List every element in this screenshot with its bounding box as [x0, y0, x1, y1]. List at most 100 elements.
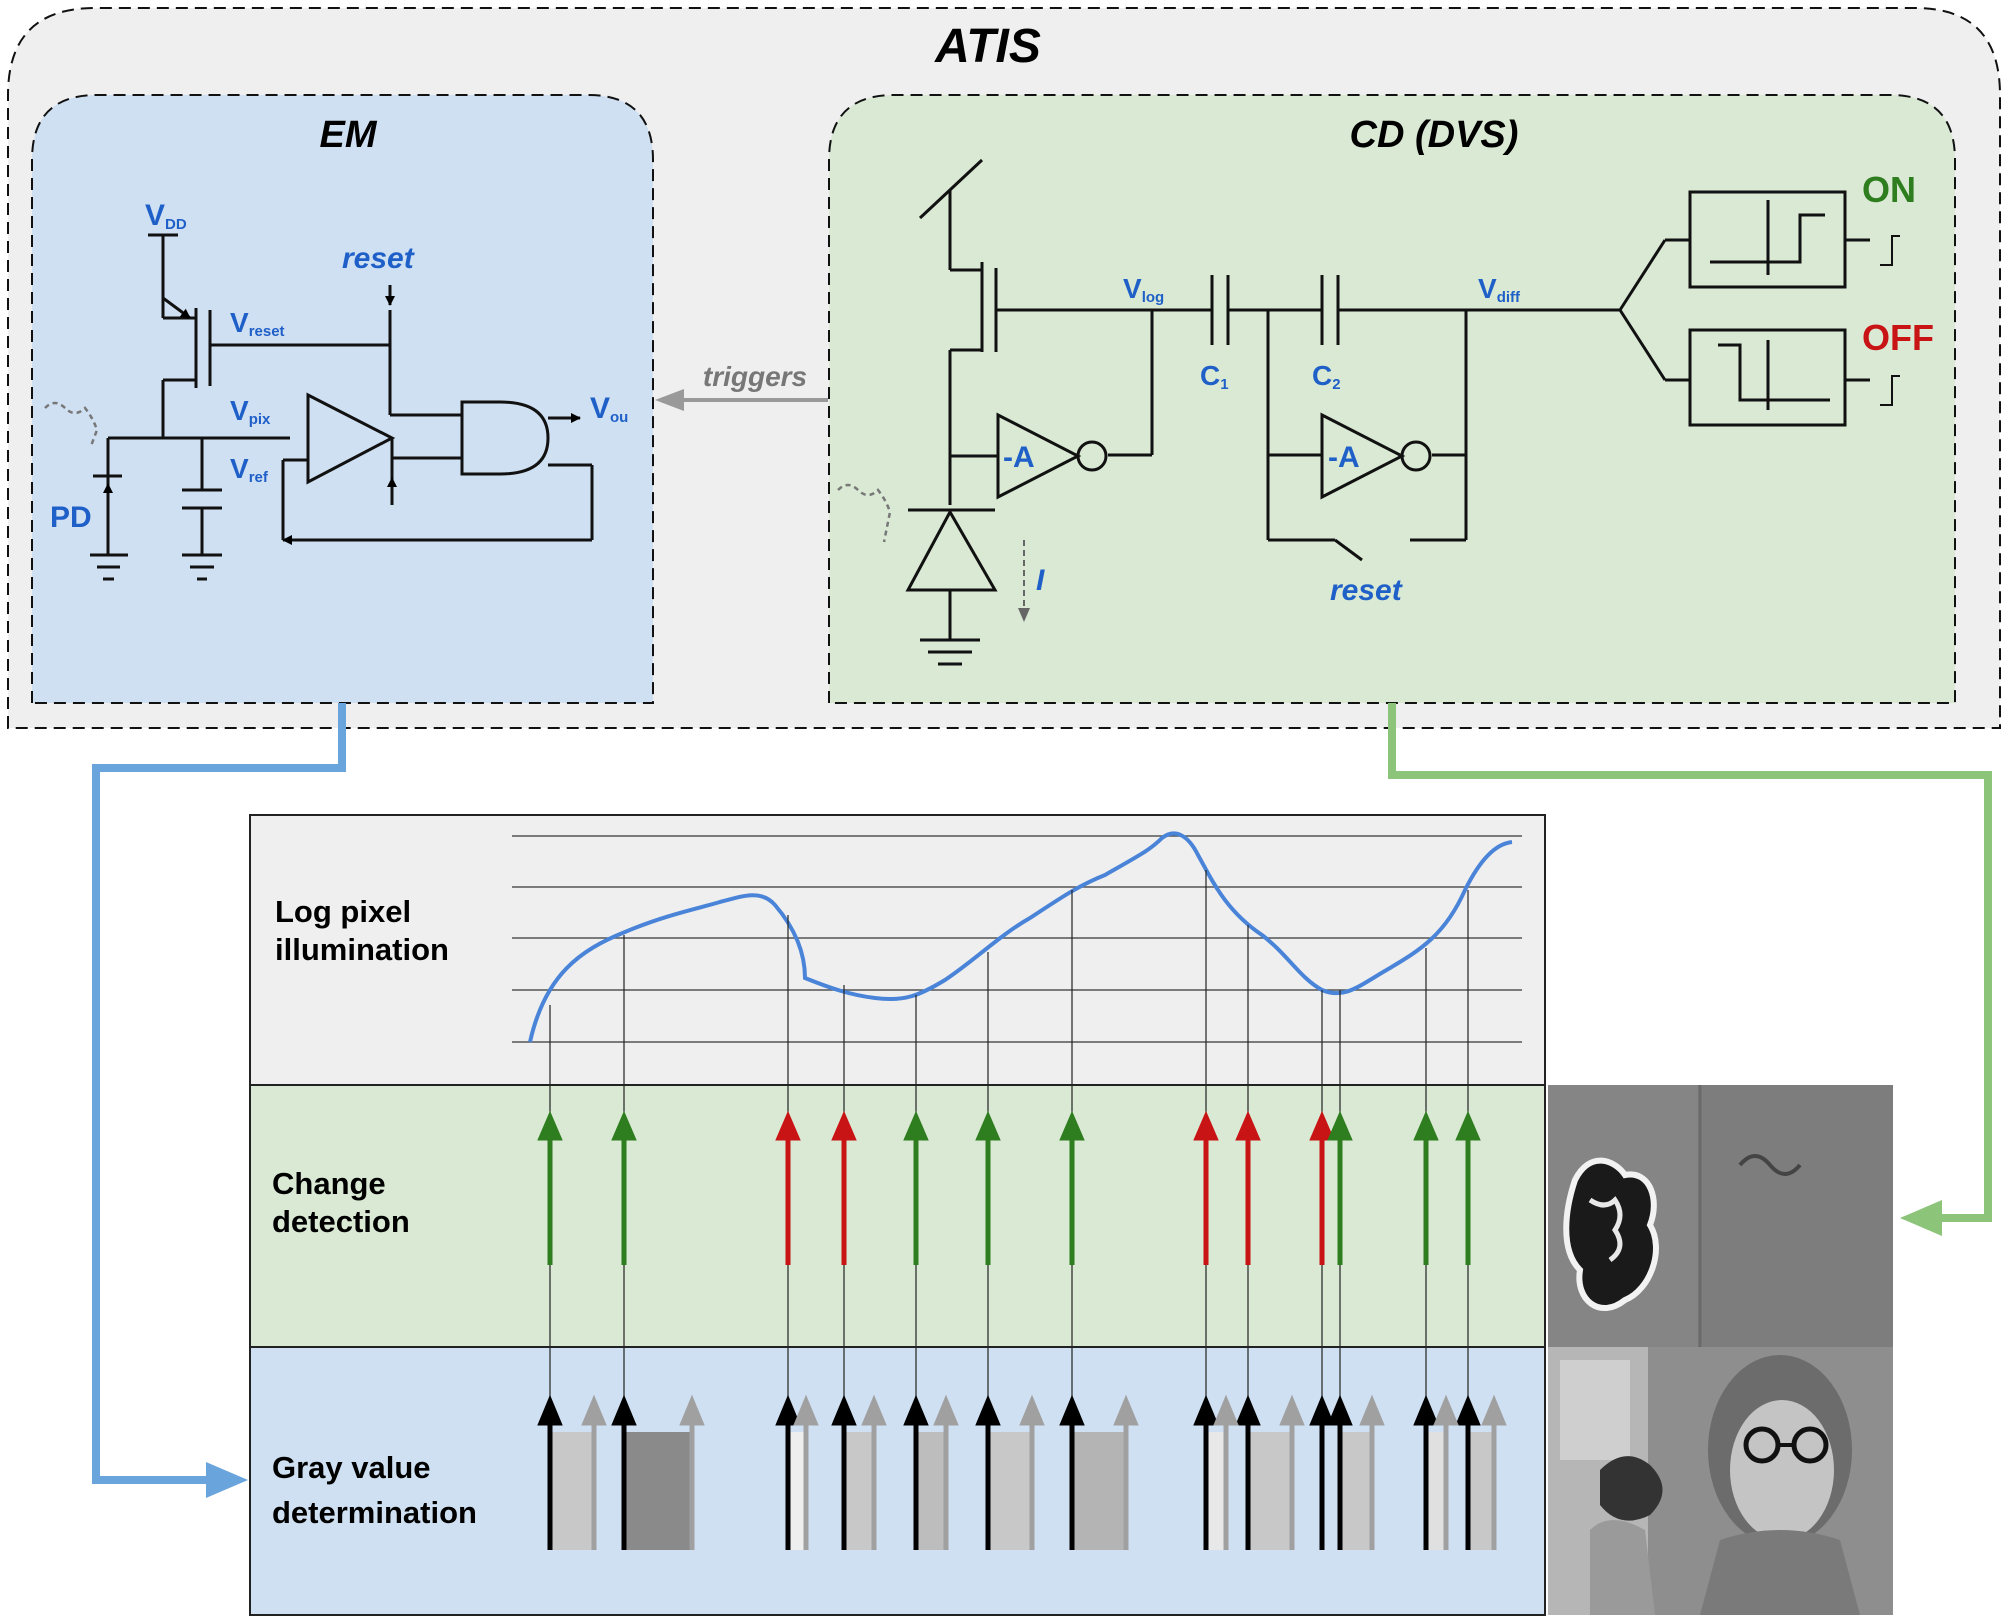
cd-link-arrowhead	[1900, 1200, 1942, 1236]
cd-link-line	[1388, 703, 1992, 1222]
em-start-arrow	[903, 1394, 929, 1550]
off-label: OFF	[1862, 317, 1934, 358]
on-event-arrow	[903, 1110, 929, 1265]
gray-bar	[1428, 1432, 1446, 1550]
em-start-arrow	[1235, 1394, 1261, 1550]
cd-title: CD (DVS)	[1350, 114, 1519, 156]
em-start-arrow	[975, 1394, 1001, 1550]
on-event-arrow	[975, 1110, 1001, 1265]
gray-bar	[552, 1432, 594, 1550]
light-squiggle-em	[44, 401, 99, 447]
em-start-arrow	[611, 1394, 637, 1550]
atis-title: ATIS	[934, 20, 1041, 73]
change-arrows	[537, 1110, 1481, 1265]
gray-bar	[1342, 1432, 1372, 1550]
cd-reset-label: reset	[1330, 574, 1404, 607]
em-start-arrow	[1413, 1394, 1439, 1550]
change-label-line2: detection	[272, 1204, 410, 1239]
c1-label: C1	[1200, 360, 1229, 393]
gray-label-line1: Gray value	[272, 1450, 431, 1485]
em-end-arrow	[1279, 1394, 1305, 1550]
light-squiggle-cd	[837, 483, 892, 543]
gray-label-line2: determination	[272, 1495, 477, 1530]
on-event-arrow	[1327, 1110, 1353, 1265]
vreset-label: Vreset	[230, 307, 285, 340]
gray-black-arrows	[537, 1394, 1481, 1550]
off-event-arrow	[1235, 1110, 1261, 1265]
em-start-arrow	[1193, 1394, 1219, 1550]
vdd-label: VDD	[145, 199, 187, 233]
on-event-arrow	[537, 1110, 563, 1265]
change-detection-panel	[249, 1084, 1546, 1348]
triggers-label: triggers	[703, 361, 807, 392]
em-start-arrow	[775, 1394, 801, 1550]
em-end-arrow	[1213, 1394, 1239, 1550]
triggers-arrowhead	[655, 389, 684, 411]
change-detection-image	[1548, 1085, 1893, 1347]
on-event-arrow	[611, 1110, 637, 1265]
em-end-arrow	[679, 1394, 705, 1550]
gray-bar	[918, 1432, 946, 1550]
em-panel	[31, 94, 654, 704]
em-start-arrow	[537, 1394, 563, 1550]
off-event-arrow	[775, 1110, 801, 1265]
gray-bar	[1470, 1432, 1494, 1550]
log-label-line2: illumination	[275, 932, 449, 967]
gray-bar	[1208, 1432, 1226, 1550]
gray-bar	[626, 1432, 692, 1550]
illumination-curve	[528, 831, 1513, 1043]
cd-circuit	[905, 158, 1900, 666]
em-link-arrowhead	[206, 1462, 248, 1498]
log-label-line1: Log pixel	[275, 894, 411, 929]
em-end-arrow	[1019, 1394, 1045, 1550]
gray-value-image	[1548, 1347, 1893, 1615]
log-illumination-panel	[249, 814, 1546, 1086]
em-link-line	[92, 703, 346, 1484]
pd-label: PD	[50, 501, 92, 534]
gray-bar	[790, 1432, 806, 1550]
em-end-arrow	[581, 1394, 607, 1550]
em-end-arrow	[861, 1394, 887, 1550]
em-end-arrow	[1113, 1394, 1139, 1550]
off-event-arrow	[1309, 1110, 1335, 1265]
vpix-label: Vpix	[230, 395, 271, 428]
vout-label: Vou	[590, 392, 628, 426]
em-reset-label: reset	[342, 242, 416, 275]
amp1-label: -A	[1003, 441, 1035, 474]
on-event-arrow	[1059, 1110, 1085, 1265]
em-circuit	[90, 233, 594, 581]
em-title: EM	[320, 114, 378, 156]
vlog-label: Vlog	[1123, 273, 1164, 306]
em-start-arrow	[1309, 1394, 1335, 1550]
vdiff-label: Vdiff	[1478, 273, 1521, 306]
gray-bar	[1250, 1432, 1292, 1550]
c2-label: C2	[1312, 360, 1341, 393]
off-event-arrow	[831, 1110, 857, 1265]
em-end-arrow	[793, 1394, 819, 1550]
em-start-arrow	[1455, 1394, 1481, 1550]
em-start-arrow	[1059, 1394, 1085, 1550]
amp2-label: -A	[1328, 441, 1360, 474]
em-end-arrow	[1359, 1394, 1385, 1550]
current-label: I	[1036, 564, 1045, 597]
em-start-arrow	[831, 1394, 857, 1550]
vref-label: Vref	[230, 453, 269, 486]
on-event-arrow	[1455, 1110, 1481, 1265]
cd-panel	[828, 94, 1956, 704]
gray-bar	[990, 1432, 1032, 1550]
em-end-arrow	[1481, 1394, 1507, 1550]
gray-bars	[552, 1432, 1494, 1550]
gray-end-arrows	[581, 1394, 1507, 1550]
log-grid	[512, 835, 1522, 1043]
off-event-arrow	[1193, 1110, 1219, 1265]
gray-value-panel	[249, 1346, 1546, 1616]
on-event-arrow	[1413, 1110, 1439, 1265]
change-label-line1: Change	[272, 1166, 386, 1201]
em-end-arrow	[1433, 1394, 1459, 1550]
on-label: ON	[1862, 169, 1916, 210]
em-start-arrow	[1327, 1394, 1353, 1550]
em-end-arrow	[933, 1394, 959, 1550]
gray-bar	[846, 1432, 874, 1550]
gray-bar	[1074, 1432, 1126, 1550]
